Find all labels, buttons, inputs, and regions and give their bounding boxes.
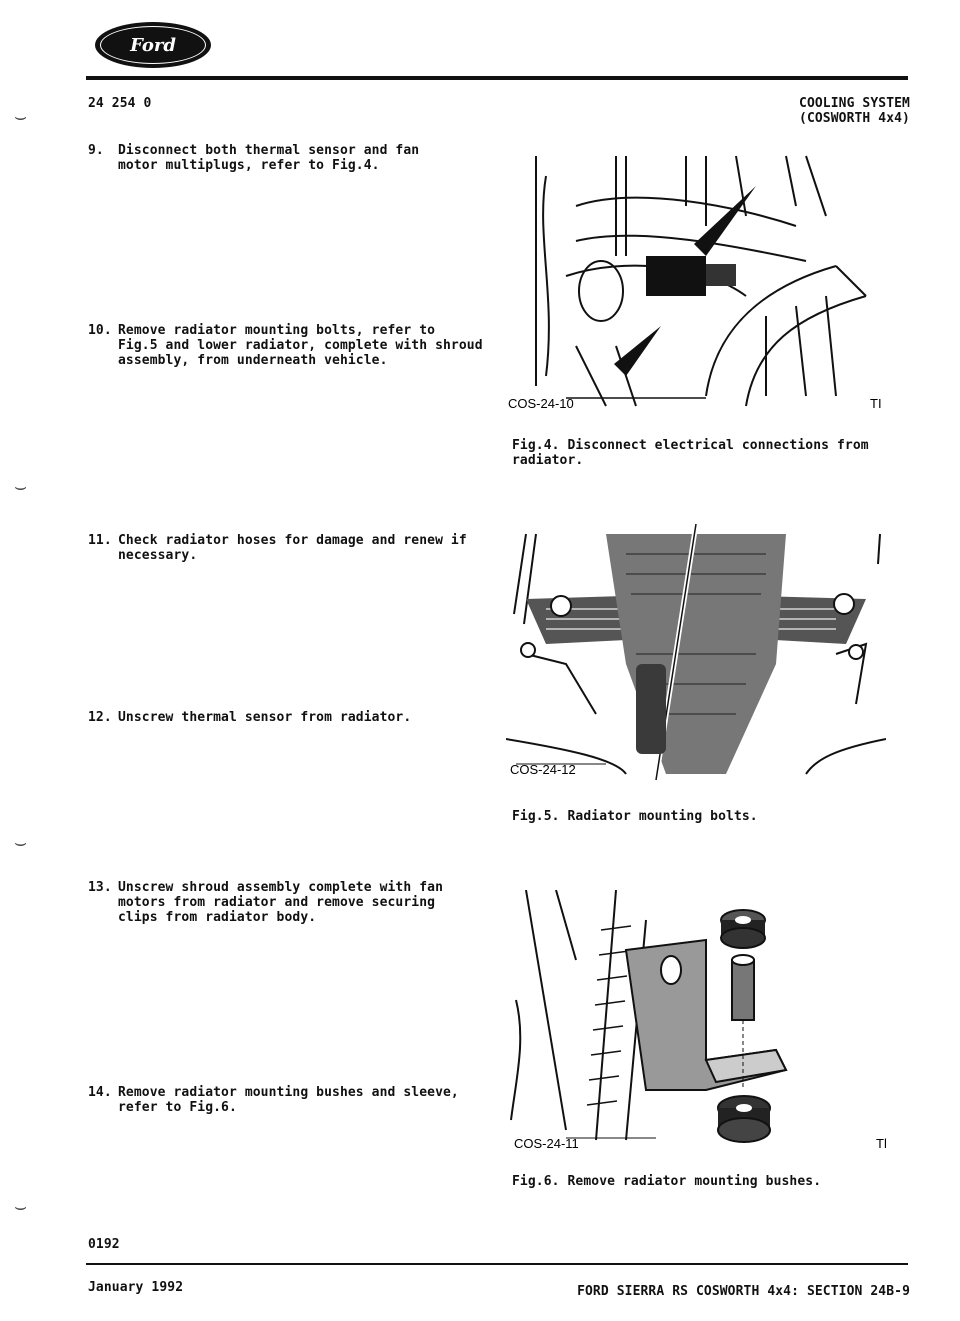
step-text: Unscrew thermal sensor from radiator. bbox=[118, 710, 412, 725]
section-title-line1: COOLING SYSTEM bbox=[799, 96, 910, 111]
footer-rule bbox=[86, 1263, 908, 1265]
figure-4-caption: Fig.4. Disconnect electrical connections… bbox=[512, 438, 869, 468]
bush-upper bbox=[720, 909, 766, 949]
step-text: Unscrew shroud assembly complete with fa… bbox=[118, 880, 443, 925]
section-title: COOLING SYSTEM (COSWORTH 4x4) bbox=[770, 96, 910, 126]
page-reference: 0192 bbox=[88, 1237, 120, 1252]
footer-date: January 1992 bbox=[88, 1280, 184, 1295]
step-text: Remove radiator mounting bushes and slee… bbox=[118, 1085, 459, 1115]
figure-6-illustration: COS-24-11 Tl bbox=[506, 890, 890, 1154]
margin-mark: ⌣ bbox=[14, 104, 28, 128]
figure-5-illustration: COS-24-12 bbox=[506, 524, 886, 780]
step-number: 14. bbox=[88, 1085, 112, 1100]
figure-6-caption: Fig.6. Remove radiator mounting bushes. bbox=[512, 1174, 822, 1189]
figure-5-code: COS-24-12 bbox=[510, 762, 576, 777]
step-number: 9. bbox=[88, 143, 104, 158]
header-rule bbox=[86, 76, 908, 80]
step-12: 12. Unscrew thermal sensor from radiator… bbox=[88, 710, 488, 725]
step-number: 11. bbox=[88, 533, 112, 548]
figure-6-mark: Tl bbox=[876, 1136, 887, 1151]
step-13: 13. Unscrew shroud assembly complete wit… bbox=[88, 880, 488, 925]
footer-section: FORD SIERRA RS COSWORTH 4x4: SECTION 24B… bbox=[577, 1284, 910, 1299]
step-11: 11. Check radiator hoses for damage and … bbox=[88, 533, 488, 563]
step-text: Check radiator hoses for damage and rene… bbox=[118, 533, 467, 563]
figure-4-illustration: COS-24-10 TI bbox=[506, 146, 886, 416]
step-number: 12. bbox=[88, 710, 112, 725]
figure-5-caption: Fig.5. Radiator mounting bolts. bbox=[512, 809, 758, 824]
document-code: 24 254 0 bbox=[88, 96, 152, 111]
ford-logo-text: Ford bbox=[100, 26, 206, 64]
margin-mark: ⌣ bbox=[14, 474, 28, 498]
step-text: Remove radiator mounting bolts, refer to… bbox=[118, 323, 483, 368]
figure-4-code: COS-24-10 bbox=[508, 396, 574, 411]
figure-4-mark: TI bbox=[870, 396, 882, 411]
step-number: 13. bbox=[88, 880, 112, 895]
step-10: 10. Remove radiator mounting bolts, refe… bbox=[88, 323, 488, 368]
figure-6-code: COS-24-11 bbox=[514, 1136, 579, 1151]
margin-mark: ⌣ bbox=[14, 830, 28, 854]
section-title-line2: (COSWORTH 4x4) bbox=[799, 111, 910, 126]
step-text: Disconnect both thermal sensor and fan m… bbox=[118, 143, 420, 173]
step-9: 9. Disconnect both thermal sensor and fa… bbox=[88, 143, 488, 173]
ford-logo: Ford bbox=[95, 22, 211, 68]
step-14: 14. Remove radiator mounting bushes and … bbox=[88, 1085, 488, 1115]
step-number: 10. bbox=[88, 323, 112, 338]
bush-lower bbox=[717, 1095, 771, 1143]
margin-mark: ⌣ bbox=[14, 1194, 28, 1218]
